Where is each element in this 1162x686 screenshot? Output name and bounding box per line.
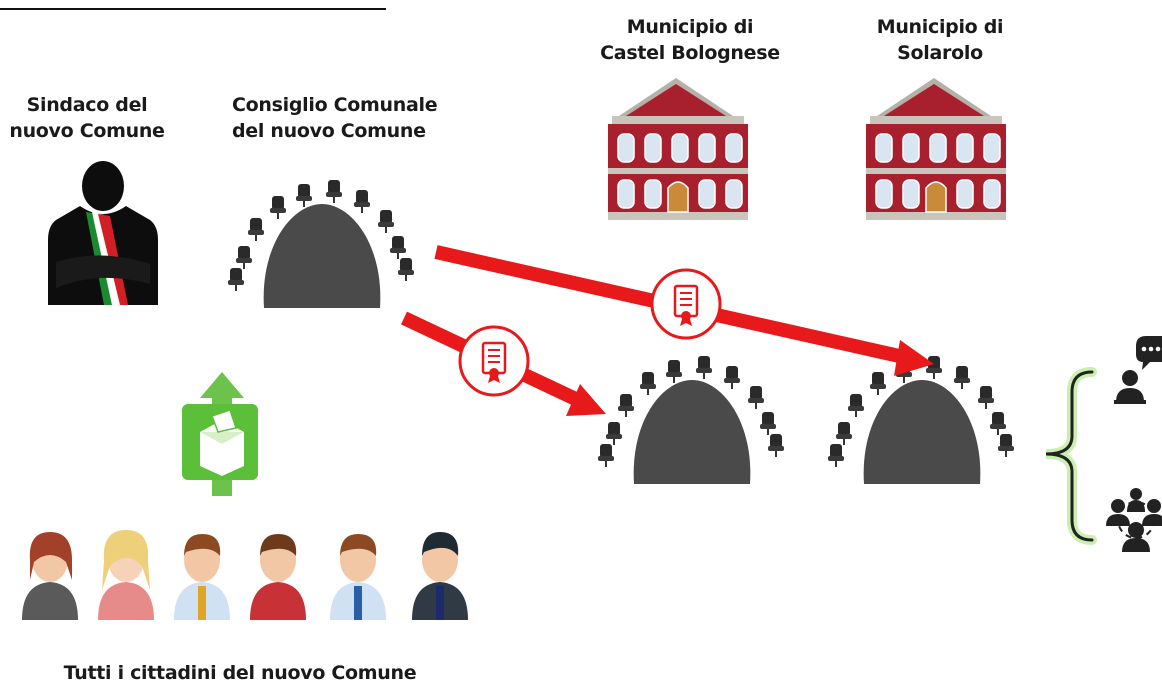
speaker-person-icon (1114, 336, 1162, 404)
commission-table-1-icon (598, 356, 784, 484)
certificate-document-icon (650, 268, 722, 340)
group-people-icon (1106, 488, 1162, 552)
town-hall-solarolo-label: Municipio di Solarolo (876, 16, 1004, 64)
citizen-5-icon (330, 534, 386, 620)
ballot-box-icon (182, 372, 258, 496)
commission-table-2-icon (828, 356, 1014, 484)
citizen-6-icon (412, 532, 468, 620)
citizen-4-icon (250, 534, 306, 620)
certificate-document-icon (458, 325, 530, 397)
town-hall-solarolo-icon (865, 77, 1007, 221)
town-hall-castel-label: Municipio di Castel Bolognese (600, 16, 780, 64)
citizen-3-icon (174, 534, 230, 620)
mayor-silhouette-icon (48, 161, 158, 305)
bracket-icon (1045, 367, 1097, 545)
citizens-label: Tutti i cittadini del nuovo Comune (63, 662, 417, 684)
citizen-2-icon (98, 530, 154, 620)
citizen-1-icon (22, 532, 78, 620)
council-round-table-icon (228, 180, 414, 308)
top-rule (0, 8, 386, 10)
town-hall-castel-icon (607, 77, 749, 221)
council-label: Consiglio Comunale del nuovo Comune (232, 94, 438, 142)
citizens-group (22, 530, 468, 620)
mayor-label: Sindaco del nuovo Comune (9, 94, 165, 142)
